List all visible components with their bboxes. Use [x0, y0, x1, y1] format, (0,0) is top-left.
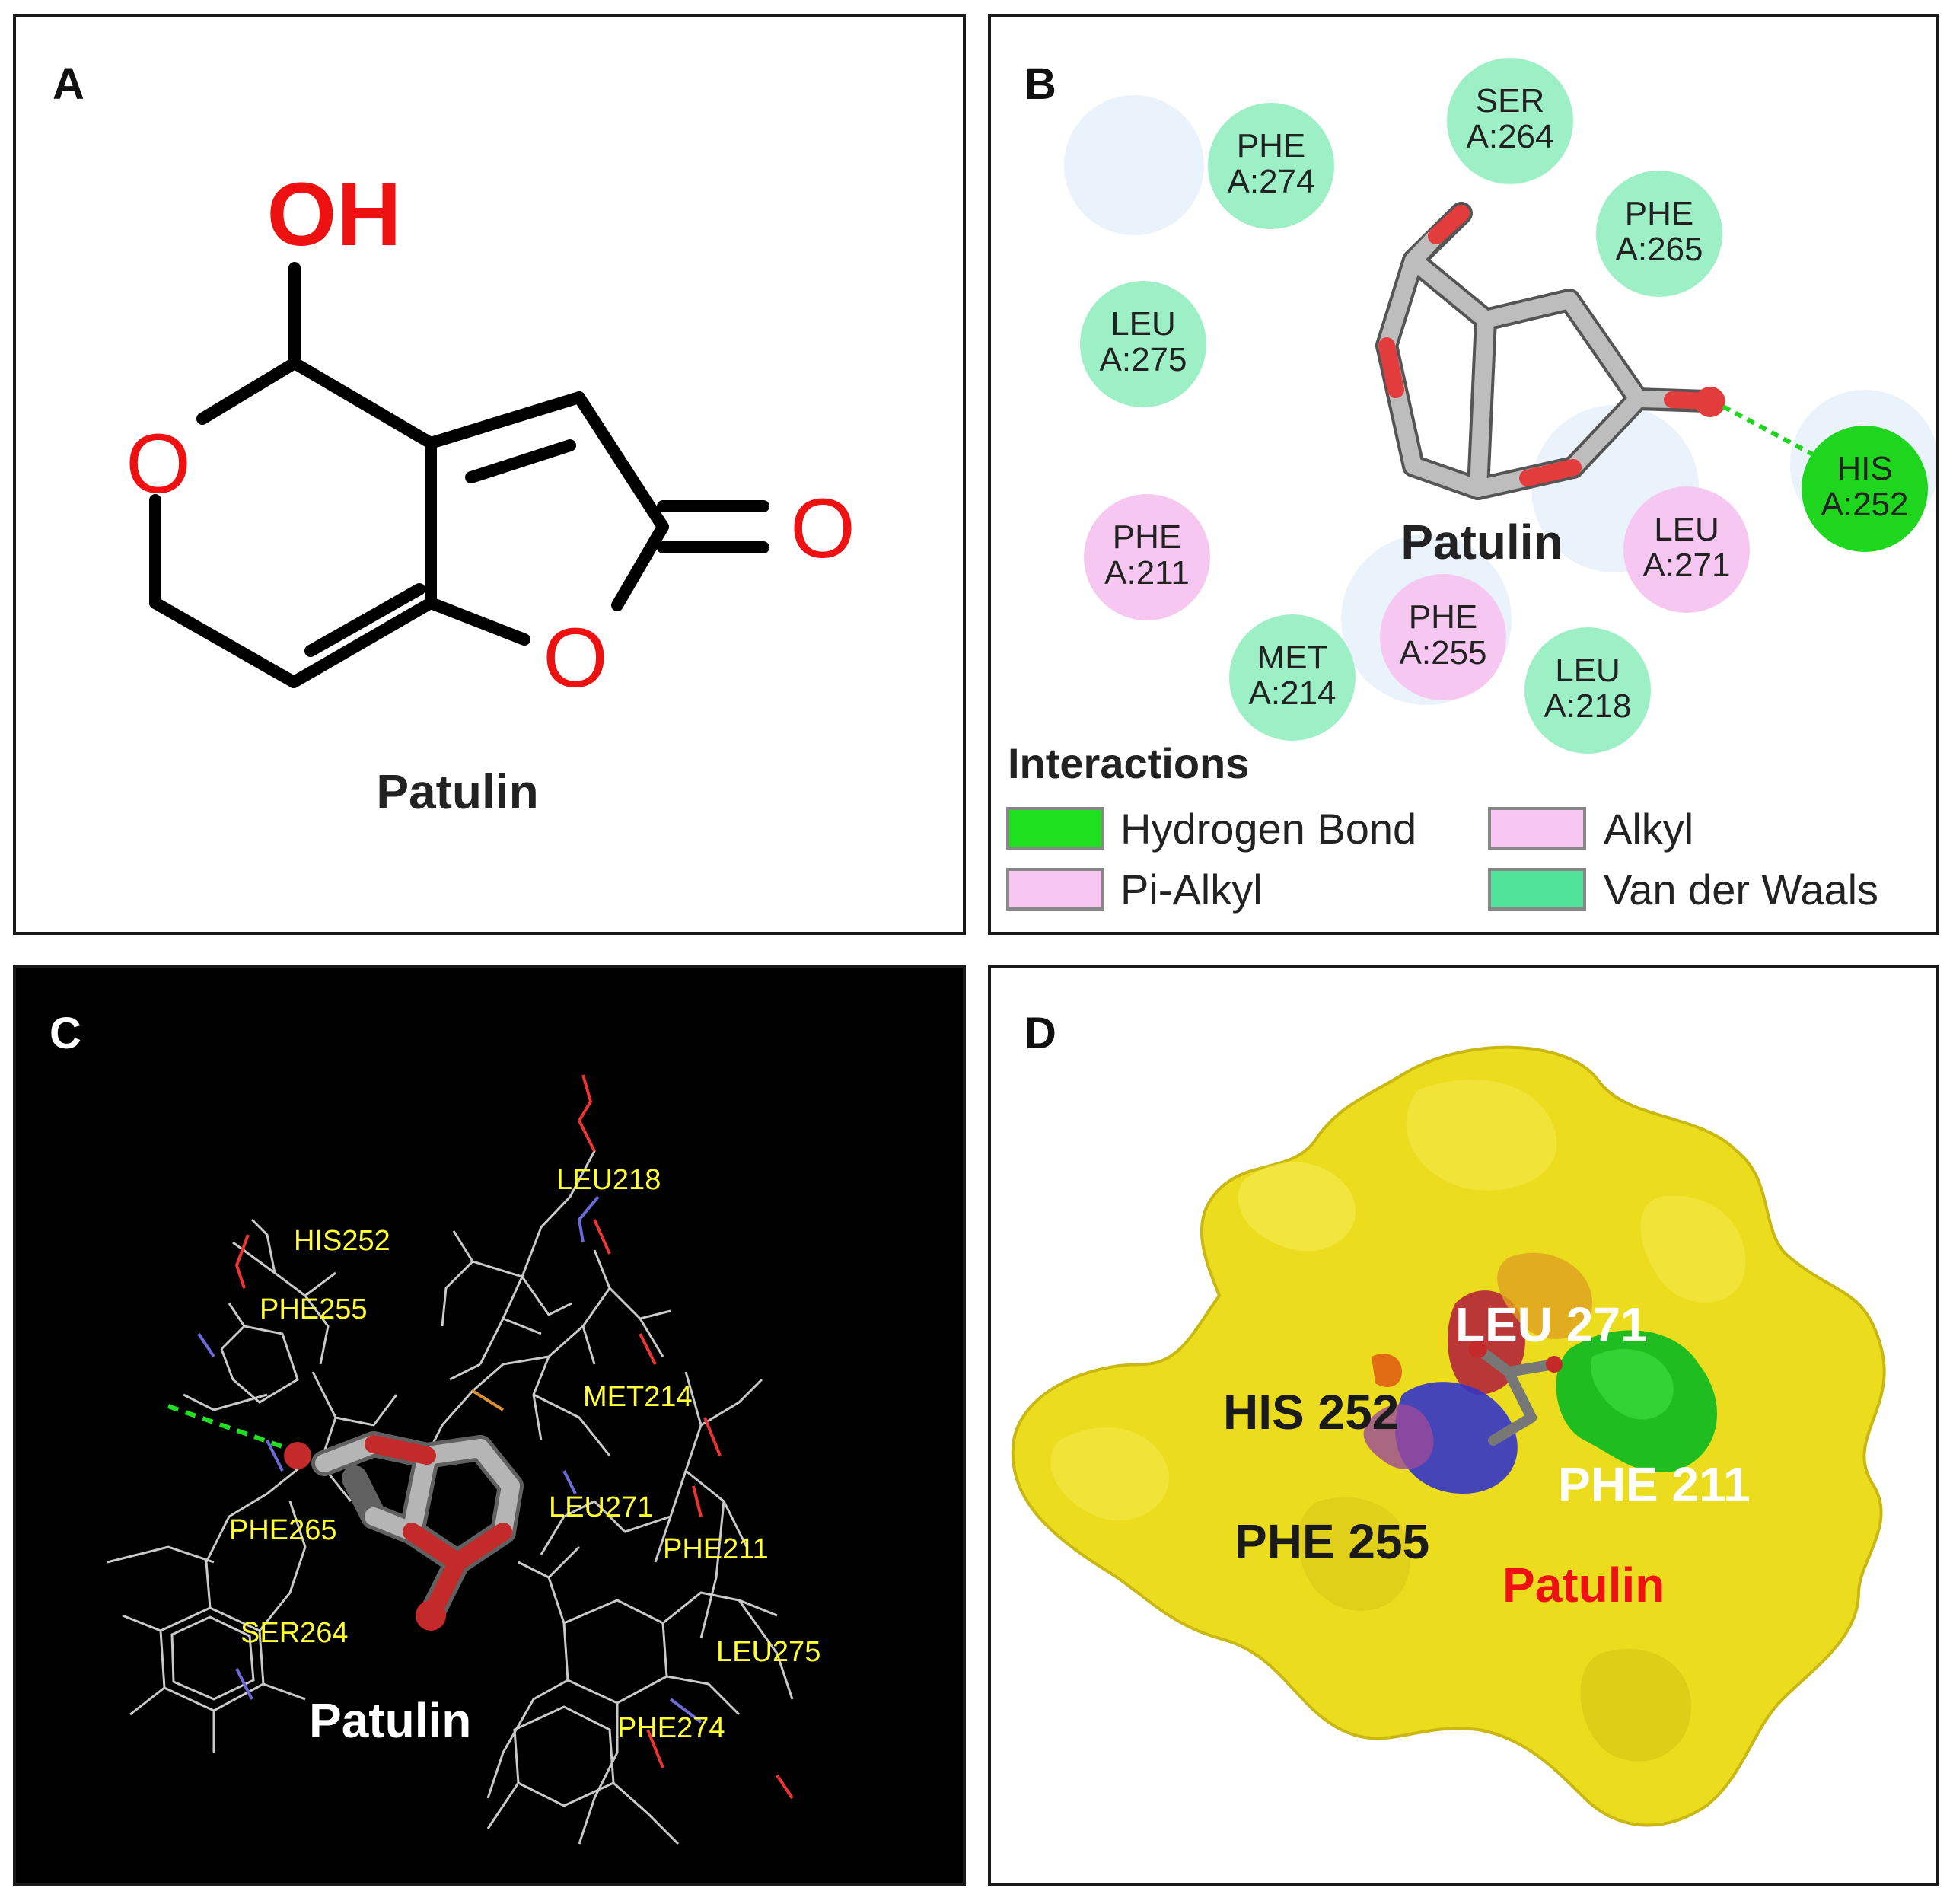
docking-3d-view: C [49, 1009, 820, 1845]
residue-label-leu271: LEU271 [549, 1491, 653, 1523]
residue-group: SER A:264 PHE A:274 PHE A:265 LEU A:275 … [1080, 58, 1928, 754]
heteroatom-highlights [197, 1074, 794, 1800]
residue-name: PHE [1237, 127, 1305, 164]
panel-label: D [1024, 1009, 1056, 1058]
hydrogen-bond-line [167, 1404, 288, 1450]
residue-id: A:264 [1467, 118, 1554, 155]
carbonyl-oxygen-label: O [790, 482, 855, 576]
ring-oxygen-label: O [126, 417, 191, 511]
residue-phe265: PHE A:265 [1596, 171, 1722, 297]
residue-phe274: PHE A:274 [1208, 103, 1334, 229]
panel-a: A OH O O O Patulin [13, 14, 966, 935]
ligand-name: Patulin [309, 1693, 471, 1748]
patulin-bonds [149, 262, 769, 688]
residue-label-leu271: LEU 271 [1455, 1297, 1648, 1352]
hydrogen-bond-line [1722, 404, 1814, 457]
residue-phe255: PHE A:255 [1380, 574, 1506, 700]
binding-pocket [1363, 1252, 1717, 1494]
residue-label-phe274: PHE274 [617, 1712, 725, 1744]
residue-label-his252: HIS 252 [1223, 1385, 1399, 1440]
residue-id: A:271 [1643, 547, 1731, 584]
residue-leu271: LEU A:271 [1623, 486, 1750, 613]
legend-title: Interactions [1008, 739, 1249, 787]
residue-name: PHE [1113, 518, 1181, 556]
legend-label: Alkyl [1604, 805, 1693, 853]
interaction-2d-diagram: B SER A:264 PHE A:274 PHE A:265 [1006, 58, 1936, 914]
residue-his252: HIS A:252 [1802, 426, 1928, 552]
legend-label: Van der Waals [1604, 866, 1878, 914]
residue-name: MET [1257, 639, 1328, 676]
residue-id: A:218 [1544, 687, 1632, 725]
lactone-oxygen-label: O [543, 611, 608, 705]
ligand-name: Patulin [1502, 1558, 1665, 1612]
ligand-name: Patulin [1400, 515, 1563, 569]
residue-id: A:275 [1100, 341, 1187, 378]
legend-item-hydrogen-bond: Hydrogen Bond [1006, 805, 1416, 853]
residue-name: SER [1476, 82, 1544, 120]
molecule-caption: Patulin [376, 764, 538, 819]
residue-leu275: LEU A:275 [1080, 281, 1206, 407]
residue-label-phe265: PHE265 [229, 1514, 337, 1546]
legend-label: Pi-Alkyl [1120, 866, 1263, 914]
residue-name: PHE [1625, 195, 1693, 232]
residue-phe211: PHE A:211 [1084, 494, 1210, 620]
panel-label: C [49, 1009, 81, 1058]
residue-leu218: LEU A:218 [1524, 627, 1651, 754]
residue-label-ser264: SER264 [241, 1617, 349, 1649]
panel-label: A [53, 59, 84, 109]
protein-surface-view: D [1011, 1009, 1886, 1827]
residue-labels: LEU218 HIS252 PHE255 MET214 PHE265 LEU27… [229, 1164, 820, 1744]
residue-id: A:255 [1400, 634, 1487, 671]
patulin-structure-diagram: A OH O O O Patulin [53, 59, 855, 819]
hydroxyl-label: OH [267, 164, 402, 265]
residue-name: LEU [1110, 305, 1176, 343]
residue-label-his252: HIS252 [294, 1225, 390, 1257]
residue-name: LEU [1555, 652, 1620, 689]
residue-label-phe211: PHE 211 [1558, 1457, 1751, 1512]
residue-name: HIS [1837, 450, 1892, 487]
residue-name: PHE [1409, 598, 1477, 636]
residue-label-phe255: PHE255 [260, 1293, 368, 1325]
panel-label: B [1024, 59, 1056, 109]
residue-name: LEU [1654, 511, 1719, 548]
residue-id: A:265 [1616, 231, 1703, 268]
patulin-ligand-sticks [284, 1431, 524, 1631]
residue-id: A:211 [1104, 554, 1190, 592]
residue-label-met214: MET214 [583, 1381, 693, 1413]
residue-id: A:252 [1821, 486, 1909, 523]
residue-met214: MET A:214 [1229, 614, 1356, 741]
panel-c: C [13, 965, 966, 1886]
panel-b: B SER A:264 PHE A:274 PHE A:265 [988, 14, 1939, 935]
residue-label-phe211: PHE211 [663, 1533, 769, 1565]
residue-label-leu218: LEU218 [556, 1164, 661, 1196]
patulin-ligand-sticks [1375, 202, 1725, 500]
residue-ser264: SER A:264 [1447, 58, 1573, 184]
residue-id: A:214 [1249, 675, 1337, 712]
legend-item-alkyl: Alkyl [1488, 805, 1693, 853]
legend-item-pi-alkyl: Pi-Alkyl [1006, 866, 1263, 914]
interaction-legend: Interactions Hydrogen Bond Alkyl Pi-Alky… [1006, 739, 1878, 914]
residue-label-leu275: LEU275 [716, 1636, 820, 1668]
legend-item-van-der-waals: Van der Waals [1488, 866, 1878, 914]
panel-d: D [988, 965, 1939, 1886]
residue-id: A:274 [1228, 163, 1315, 200]
legend-label: Hydrogen Bond [1120, 805, 1416, 853]
residue-label-phe255: PHE 255 [1235, 1514, 1429, 1569]
